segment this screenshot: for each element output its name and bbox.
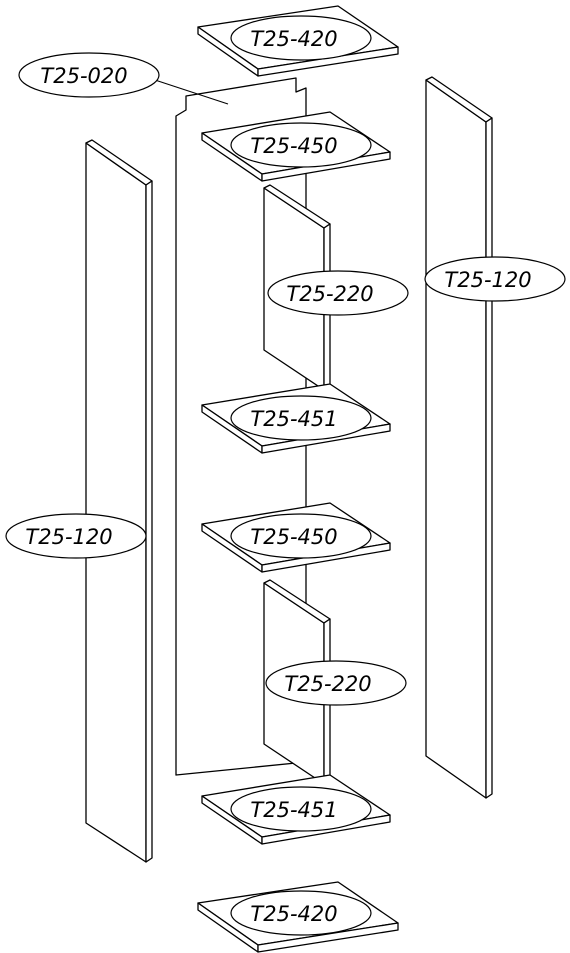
label-divider-lower: T25-220 [265, 660, 407, 706]
label-bottom-panel: T25-420 [230, 890, 372, 936]
label-shelf-2-text: T25-451 [250, 407, 337, 431]
label-divider-upper: T25-220 [267, 270, 409, 316]
right-side-panel [425, 76, 493, 799]
label-top-panel: T25-420 [230, 15, 372, 61]
left-side-panel [85, 139, 153, 863]
label-right-side: T25-120 [424, 256, 566, 302]
label-divider-lower-text: T25-220 [284, 672, 371, 696]
label-shelf-4-text: T25-451 [250, 798, 337, 822]
label-shelf-1: T25-450 [230, 122, 372, 168]
label-right-side-text: T25-120 [444, 268, 531, 292]
label-shelf-3-text: T25-450 [250, 525, 337, 549]
label-shelf-1-text: T25-450 [250, 134, 337, 158]
label-shelf-3: T25-450 [230, 513, 372, 559]
back-panel-leader [154, 79, 229, 105]
label-left-side-text: T25-120 [25, 525, 112, 549]
label-shelf-4: T25-451 [230, 786, 372, 832]
label-bottom-panel-text: T25-420 [250, 902, 337, 926]
label-top-panel-text: T25-420 [250, 27, 337, 51]
label-left-side: T25-120 [5, 513, 147, 559]
label-back-panel: T25-020 [18, 52, 160, 98]
label-shelf-2: T25-451 [230, 395, 372, 441]
label-divider-upper-text: T25-220 [286, 282, 373, 306]
label-back-panel-text: T25-020 [40, 64, 127, 88]
